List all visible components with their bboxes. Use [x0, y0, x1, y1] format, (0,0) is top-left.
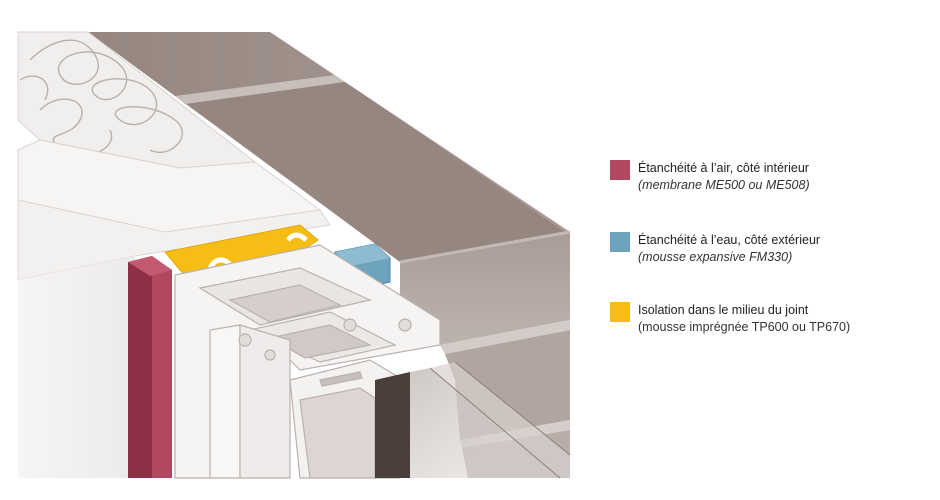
inner-wall-front	[18, 256, 135, 478]
masonry-band-2	[188, 82, 565, 262]
insulation-swatch	[610, 302, 630, 322]
legend-item-insulation: Isolation dans le milieu du joint (mouss…	[610, 302, 930, 342]
air-seal-membrane-top	[128, 256, 172, 276]
glazing-spacer	[375, 372, 410, 478]
glazing-edge	[429, 367, 561, 479]
glazing-edge-2	[454, 361, 571, 456]
water-seal-label: Étanchéité à l’eau, côté extérieur	[638, 233, 821, 247]
insulation-sublabel: (mousse imprégnée TP600 ou TP670)	[638, 320, 851, 334]
masonry-band	[175, 75, 345, 104]
air-seal-membrane-side	[128, 256, 152, 478]
masonry-front-face	[400, 232, 570, 345]
water-seal-swatch	[610, 232, 630, 252]
insulation-label: Isolation dans le milieu du joint	[638, 303, 809, 317]
glazing-pane	[410, 368, 560, 478]
water-seal-sublabel: (mousse expansive FM330)	[638, 250, 793, 264]
water-seal-foam-top	[335, 244, 390, 266]
window-frame-profile	[174, 244, 441, 479]
air-seal-swatch	[610, 160, 630, 180]
air-seal-membrane-front	[152, 256, 172, 478]
insulation-foam-notch	[207, 232, 308, 270]
masonry-lower-band	[440, 320, 570, 354]
legend-item-water-seal: Étanchéité à l’eau, côté extérieur (mous…	[610, 232, 930, 272]
legend-item-air-seal: Étanchéité à l’air, côté intérieur (memb…	[610, 160, 930, 200]
air-seal-sublabel: (membrane ME500 ou ME508)	[638, 178, 810, 192]
glazing-pane-2	[430, 362, 570, 478]
masonry-edge	[399, 230, 571, 264]
air-seal-label: Étanchéité à l’air, côté intérieur	[638, 161, 809, 175]
